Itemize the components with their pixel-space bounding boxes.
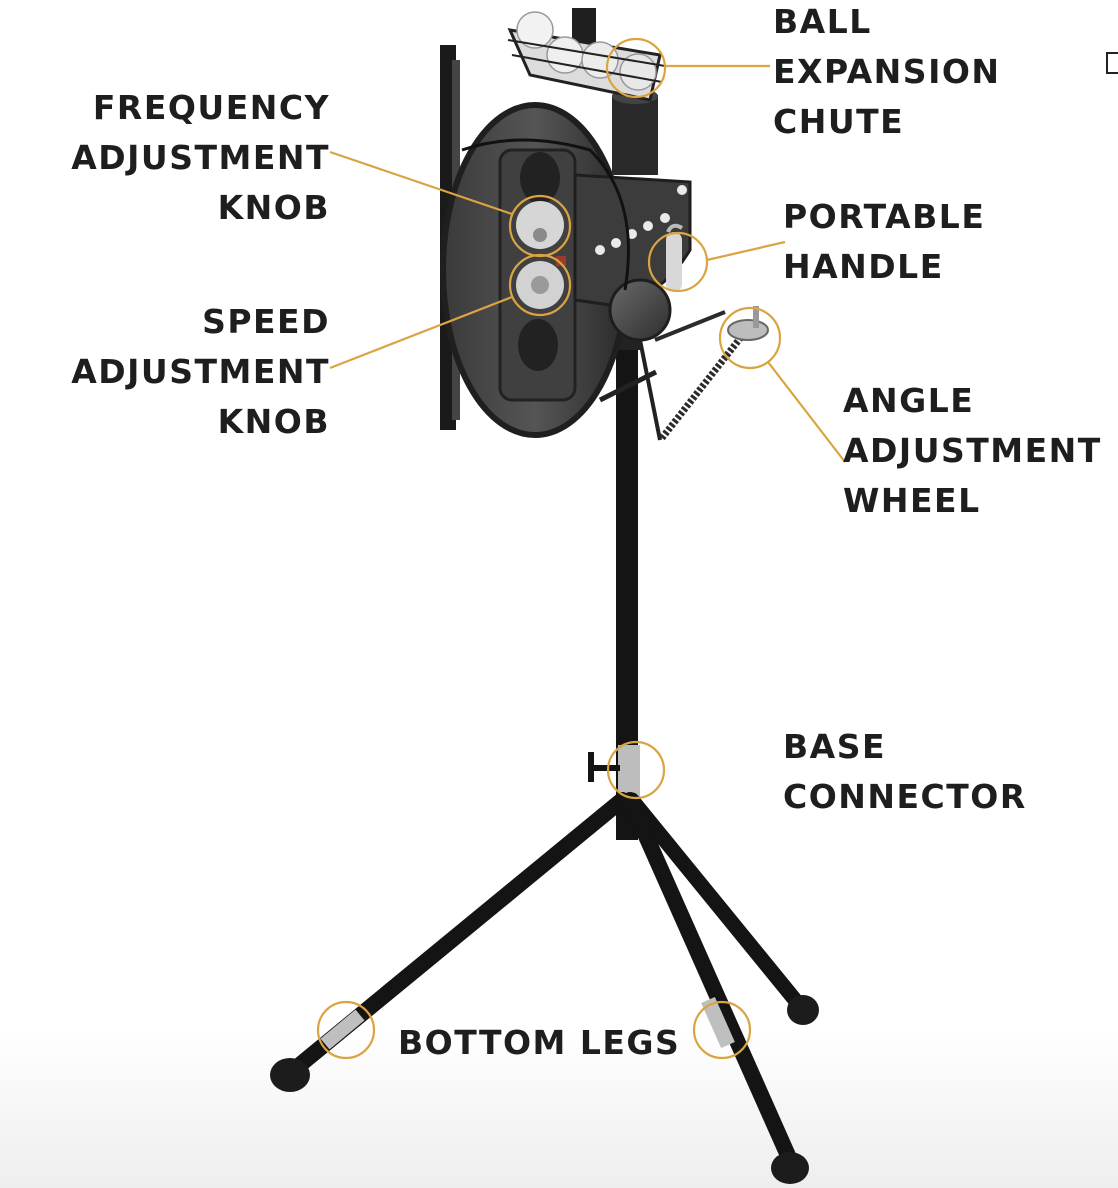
- vent-top: [520, 152, 560, 204]
- callout-ring-leg-left: [316, 1000, 376, 1060]
- label-line: CHUTE: [773, 102, 905, 141]
- label-line: SPEED: [202, 302, 330, 341]
- foot-front: [771, 1152, 809, 1184]
- crank-rod: [638, 339, 662, 441]
- handle-arc: [666, 223, 684, 233]
- indicator-light: [556, 256, 566, 266]
- label-ball-expansion-chute: BALL EXPANSION CHUTE: [773, 0, 1001, 147]
- vent-bottom: [518, 319, 558, 371]
- chute-hole: [595, 245, 605, 255]
- callout-ring-leg-right: [692, 1000, 752, 1060]
- label-line: FREQUENCY: [92, 88, 330, 127]
- label-line: BASE: [783, 727, 887, 766]
- callout-ring-base: [606, 740, 666, 800]
- label-line: ADJUSTMENT: [843, 431, 1102, 470]
- power-cable: [461, 138, 630, 291]
- machine-body: [440, 8, 769, 441]
- callouts: [316, 37, 846, 1060]
- edge-fragment-icon: [1106, 52, 1118, 74]
- center-pole: [616, 300, 638, 840]
- callout-ring-angle: [718, 306, 782, 370]
- label-line: WHEEL: [843, 481, 981, 520]
- label-line: HANDLE: [783, 247, 944, 286]
- frequency-knob-center: [533, 228, 547, 242]
- label-line: BOTTOM LEGS: [398, 1023, 681, 1062]
- label-line: BALL: [773, 2, 872, 41]
- base-connector-bolt: [590, 765, 620, 771]
- label-line: ANGLE: [843, 381, 975, 420]
- chute-hole: [677, 185, 687, 195]
- basket-wire: [507, 39, 666, 67]
- handle-grip: [666, 232, 682, 292]
- basket-wire: [511, 54, 663, 83]
- baseball: [516, 11, 554, 49]
- callout-ring-speed: [508, 253, 572, 317]
- label-line: KNOB: [217, 188, 330, 227]
- angle-wheel: [727, 319, 769, 341]
- label-base-connector: BASE CONNECTOR: [783, 722, 1027, 822]
- label-portable-handle: PORTABLE HANDLE: [783, 192, 985, 292]
- label-line: CONNECTOR: [783, 777, 1027, 816]
- foot-left: [270, 1058, 310, 1092]
- label-angle-adjustment-wheel: ANGLE ADJUSTMENT WHEEL: [843, 376, 1102, 526]
- frequency-knob: [516, 201, 564, 249]
- floor-shadow: [0, 1028, 1118, 1188]
- leg-front: [622, 792, 798, 1168]
- drive-wheel: [608, 278, 672, 342]
- label-speed-adjustment-knob: SPEED ADJUSTMENT KNOB: [71, 297, 330, 447]
- leg-front-highlight: [701, 996, 735, 1049]
- leg-left-highlight: [320, 1009, 365, 1050]
- callout-ring-chute: [605, 37, 667, 99]
- chute-hole: [627, 229, 637, 239]
- label-line: EXPANSION: [773, 52, 1001, 91]
- chute-hole: [611, 238, 621, 248]
- callout-ring-handle: [647, 231, 709, 293]
- chute-hole: [643, 221, 653, 231]
- leader-frequency: [329, 150, 513, 216]
- label-bottom-legs: BOTTOM LEGS: [398, 1018, 680, 1068]
- base-connector-bolt-head: [588, 752, 594, 782]
- angle-arm: [654, 310, 726, 342]
- foot-back: [787, 995, 819, 1025]
- leader-angle: [767, 361, 846, 463]
- leg-back: [624, 792, 808, 1014]
- label-line: ADJUSTMENT: [71, 138, 330, 177]
- speed-knob-center: [531, 276, 549, 294]
- feed-tube: [612, 95, 658, 175]
- angle-spring: [659, 329, 748, 441]
- leader-handle: [706, 240, 786, 262]
- label-line: PORTABLE: [783, 197, 986, 236]
- base-connector-sleeve: [618, 745, 640, 800]
- label-frequency-adjustment-knob: FREQUENCY ADJUSTMENT KNOB: [71, 83, 330, 233]
- label-line: ADJUSTMENT: [71, 352, 330, 391]
- chute-hole: [660, 213, 670, 223]
- label-line: KNOB: [217, 402, 330, 441]
- stand: [270, 290, 819, 1184]
- angle-wheel-post: [753, 306, 759, 328]
- leader-speed: [329, 295, 513, 370]
